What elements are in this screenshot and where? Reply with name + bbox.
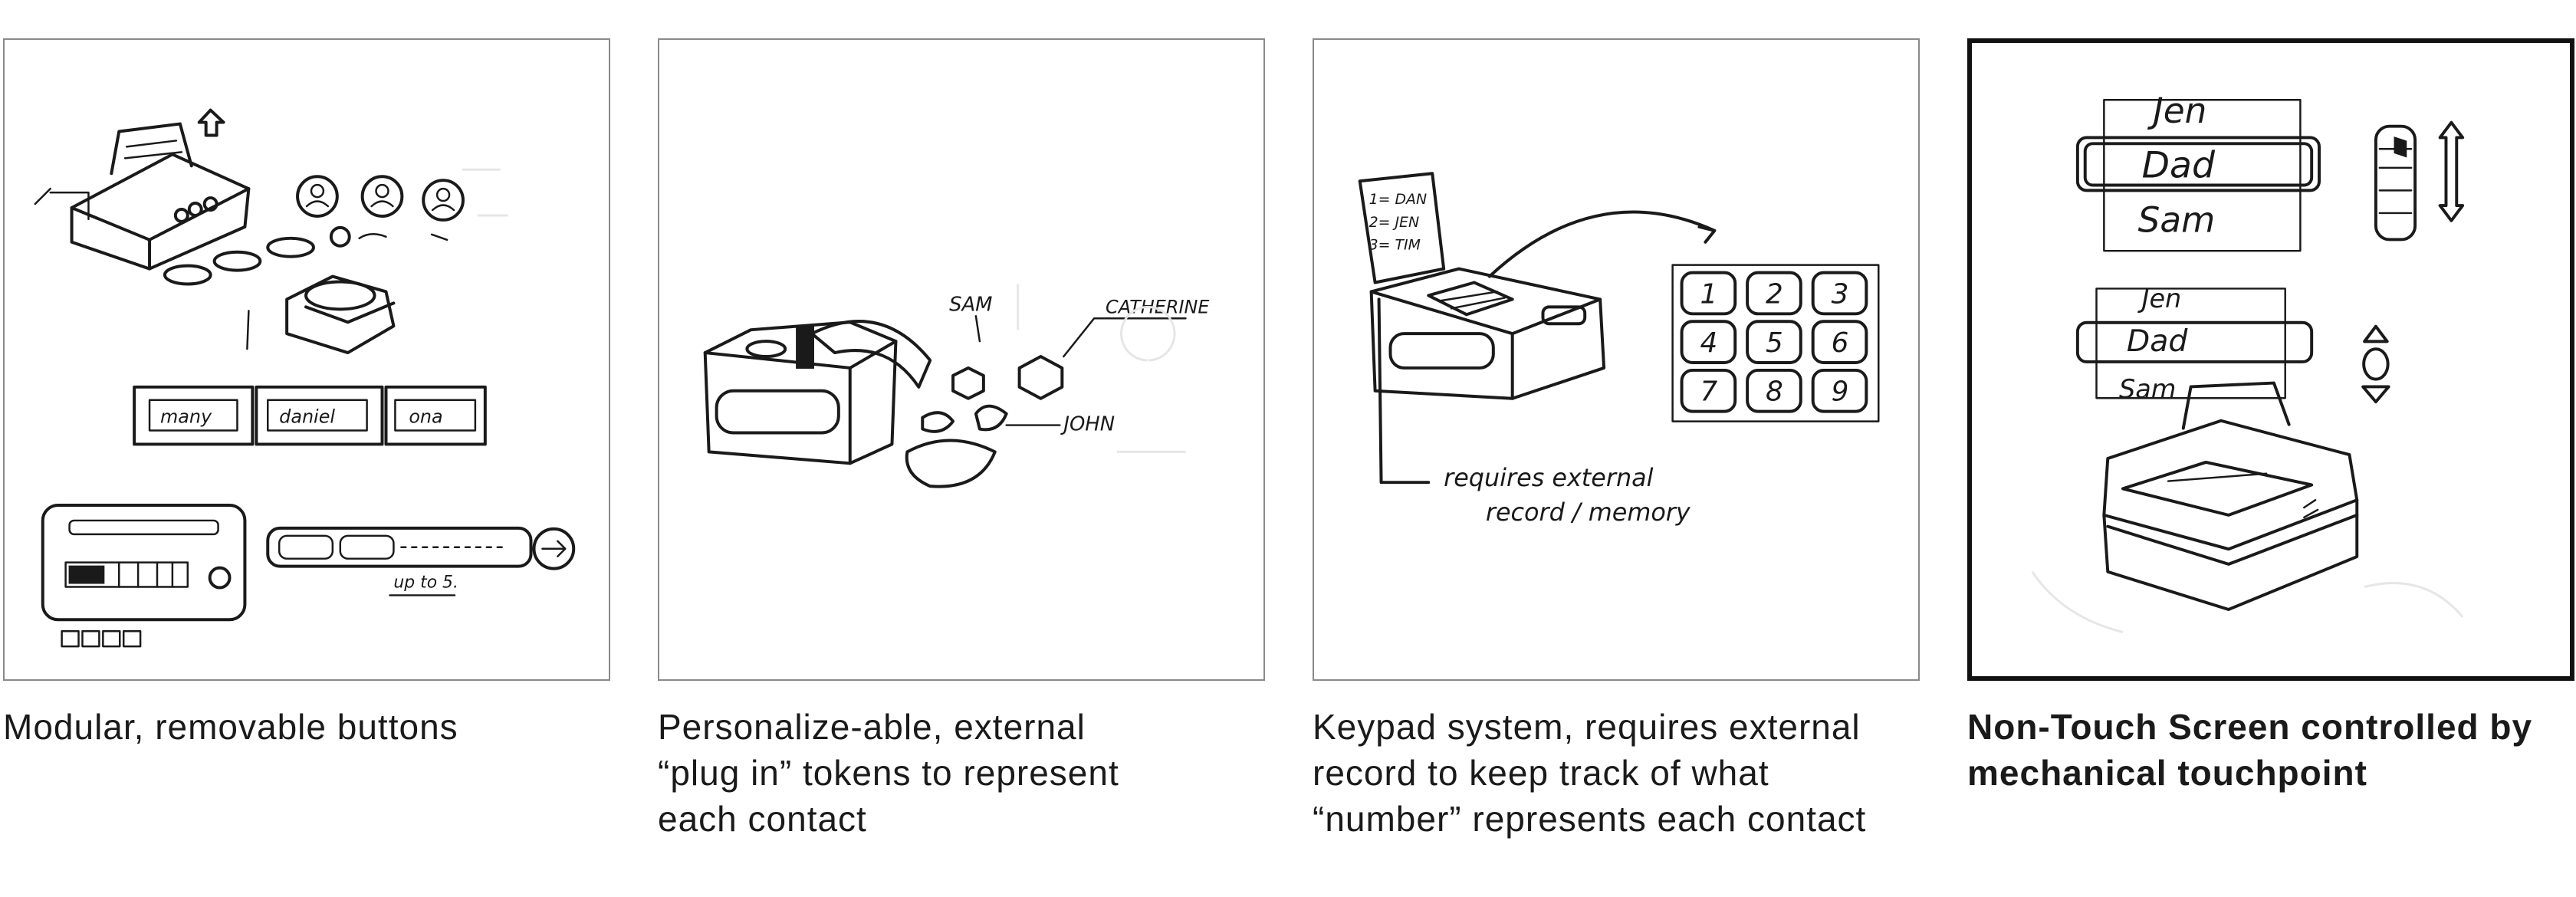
- name-label-1: many: [160, 406, 212, 428]
- insert-arrow: [810, 320, 932, 389]
- name-label-3: ona: [409, 406, 442, 428]
- mapping-arrow: [1487, 210, 1717, 278]
- sketch-panel-mechanical-touchpoint: Jen Dad Sam Jen Dad Sam: [1967, 38, 2574, 681]
- up-down-buttons: [2361, 324, 2390, 404]
- keypad-key-label: 5: [1766, 327, 1783, 359]
- round-dial-sketch: [246, 274, 396, 355]
- keypad-key: [1680, 320, 1737, 364]
- name-label-strip: many daniel ona: [133, 385, 487, 446]
- numeric-keypad: [1671, 264, 1880, 422]
- printer-device-sketch: [2102, 381, 2359, 611]
- display-name-middle: Dad: [2142, 145, 2216, 187]
- keypad-key: [1811, 320, 1868, 364]
- display-name-bottom: Sam: [2138, 200, 2216, 241]
- compact-name-display: Jen Dad Sam: [2075, 284, 2314, 404]
- slot-device-sketch: [41, 504, 247, 622]
- keypad-device-sketch: [1369, 267, 1606, 485]
- token-label-sam: SAM: [949, 293, 992, 316]
- sketch-panel-keypad: 1= DAN 2= JEN 3= TIM 1 2 3 4 5 6 7 8 9 requires …: [1313, 38, 1920, 681]
- modular-buttons-sketch: many daniel ona up to 5.: [34, 108, 576, 648]
- contact-button-tokens: [163, 175, 465, 286]
- remark-line-1: requires external: [1444, 463, 1653, 492]
- sketch-panel-plug-in-tokens: SAM CATHERINE JOHN: [658, 38, 1265, 681]
- caption-modular-buttons: Modular, removable buttons: [3, 707, 458, 747]
- note-line-1: 1= DAN: [1369, 191, 1427, 208]
- mini-token-row: [61, 629, 142, 648]
- display-name-top: Jen: [2147, 90, 2206, 131]
- compact-name-bottom: Sam: [2119, 374, 2176, 404]
- keypad-key-label: 7: [1700, 376, 1717, 408]
- keypad-system-sketch: 1= DAN 2= JEN 3= TIM 1 2 3 4 5 6 7 8 9 requires …: [1358, 172, 1880, 527]
- name-label-2: daniel: [279, 406, 335, 428]
- keypad-key: [1811, 368, 1868, 413]
- keypad-key: [1746, 320, 1802, 364]
- mechanical-touchpoint-sketch: Jen Dad Sam Jen Dad Sam: [2031, 90, 2465, 633]
- scroll-wheel-control: [2374, 120, 2465, 242]
- keypad-key-label: 2: [1766, 278, 1783, 310]
- keypad-key: [1680, 368, 1737, 413]
- note-line-3: 3= TIM: [1369, 237, 1421, 254]
- caption-mechanical-touchpoint: Non-Touch Screen controlled by mechanica…: [1967, 707, 2533, 793]
- keypad-key-label: 4: [1700, 327, 1717, 359]
- token-label-john: JOHN: [1060, 413, 1115, 436]
- plug-in-tokens-sketch: SAM CATHERINE JOHN: [703, 284, 1210, 488]
- remark-line-2: record / memory: [1486, 498, 1691, 527]
- token-label-catherine: CATHERINE: [1106, 296, 1210, 317]
- slider-strip-sketch: up to 5.: [266, 526, 576, 596]
- note-line-2: 2= JEN: [1369, 214, 1420, 231]
- keypad-key: [1746, 368, 1802, 413]
- sketch-panel-modular-buttons: many daniel ona up to 5.: [3, 38, 610, 681]
- caption-keypad: Keypad system, requires external record …: [1313, 707, 1867, 839]
- caption-plug-in-tokens: Personalize-able, external “plug in” tok…: [658, 707, 1119, 839]
- slot-limit-note: up to 5.: [393, 573, 458, 592]
- keypad-key: [1811, 271, 1868, 316]
- keypad-key: [1746, 271, 1802, 316]
- keypad-key-label: 3: [1832, 278, 1849, 310]
- compact-name-middle: Dad: [2127, 324, 2188, 359]
- scroll-wheel-display: Jen Dad Sam: [2075, 90, 2321, 252]
- external-record-remark: requires external record / memory: [1444, 463, 1691, 527]
- token-base-device: [703, 320, 898, 465]
- keypad-key-label: 9: [1832, 376, 1849, 408]
- plug-in-tokens: SAM CATHERINE JOHN: [905, 293, 1210, 488]
- compact-name-top: Jen: [2137, 284, 2182, 314]
- keypad-key-label: 8: [1766, 376, 1783, 408]
- device-sketch: [34, 108, 251, 271]
- keypad-key-label: 1: [1700, 278, 1717, 310]
- keypad-key-label: 6: [1832, 327, 1849, 359]
- contact-record-note: 1= DAN 2= JEN 3= TIM: [1358, 172, 1446, 284]
- keypad-keys: 1 2 3 4 5 6 7 8 9: [1680, 271, 1868, 413]
- keypad-key: [1680, 271, 1737, 316]
